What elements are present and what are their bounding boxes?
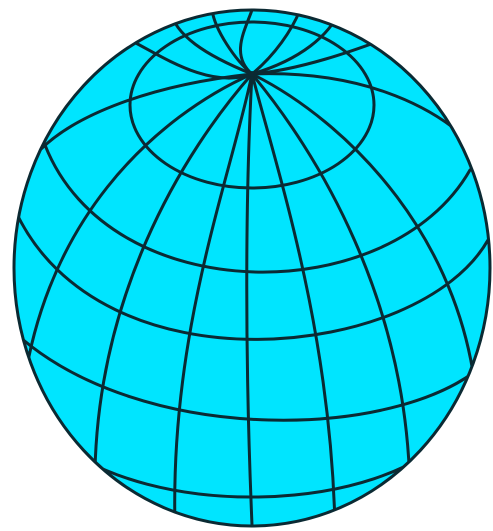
north-pole-dot [249,71,255,77]
